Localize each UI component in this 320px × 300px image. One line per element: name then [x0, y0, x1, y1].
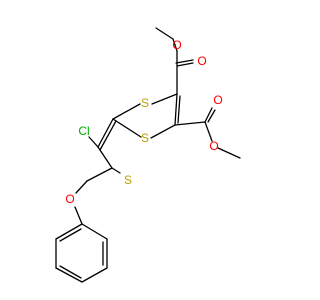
atom-cl: Cl	[78, 124, 89, 138]
atom-s-ring-bottom: S	[141, 131, 149, 145]
bond	[75, 180, 88, 194]
bond	[88, 136, 99, 148]
bond	[99, 120, 117, 151]
bond	[86, 167, 113, 182]
bond	[174, 93, 178, 126]
bond	[204, 107, 213, 123]
atom-o-ester1-carbonyl: O	[197, 54, 206, 68]
atom-o-ester2-carbonyl: O	[213, 93, 222, 107]
molecule-structure: O O S O S Cl O S O	[55, 27, 241, 283]
atom-s-ring-top: S	[141, 96, 149, 110]
bond	[97, 118, 114, 148]
bond	[204, 121, 213, 142]
bond	[175, 59, 194, 64]
bond	[55, 267, 83, 283]
bond	[111, 167, 121, 174]
bond	[81, 267, 108, 283]
bond	[74, 206, 83, 225]
bond-layer	[55, 27, 241, 283]
atom-o-ester1-ether: O	[172, 38, 181, 52]
bond	[217, 147, 241, 159]
atom-s-thione: S	[124, 173, 132, 187]
atom-labels: O O S O S Cl O S O	[65, 38, 222, 206]
atom-o-ester2-ether: O	[209, 139, 218, 153]
bond	[177, 95, 181, 124]
bond	[81, 223, 108, 240]
bond	[59, 228, 82, 242]
bond	[112, 103, 141, 120]
bond	[207, 109, 216, 123]
bond	[151, 93, 178, 105]
bond	[174, 121, 206, 126]
bond	[150, 124, 176, 139]
bond	[55, 223, 83, 240]
bond	[112, 118, 142, 138]
bond	[59, 265, 82, 279]
bond	[172, 38, 178, 52]
bond	[155, 27, 174, 40]
atom-o-phenoxy: O	[65, 192, 74, 206]
bond	[97, 146, 113, 169]
bond	[176, 62, 194, 67]
